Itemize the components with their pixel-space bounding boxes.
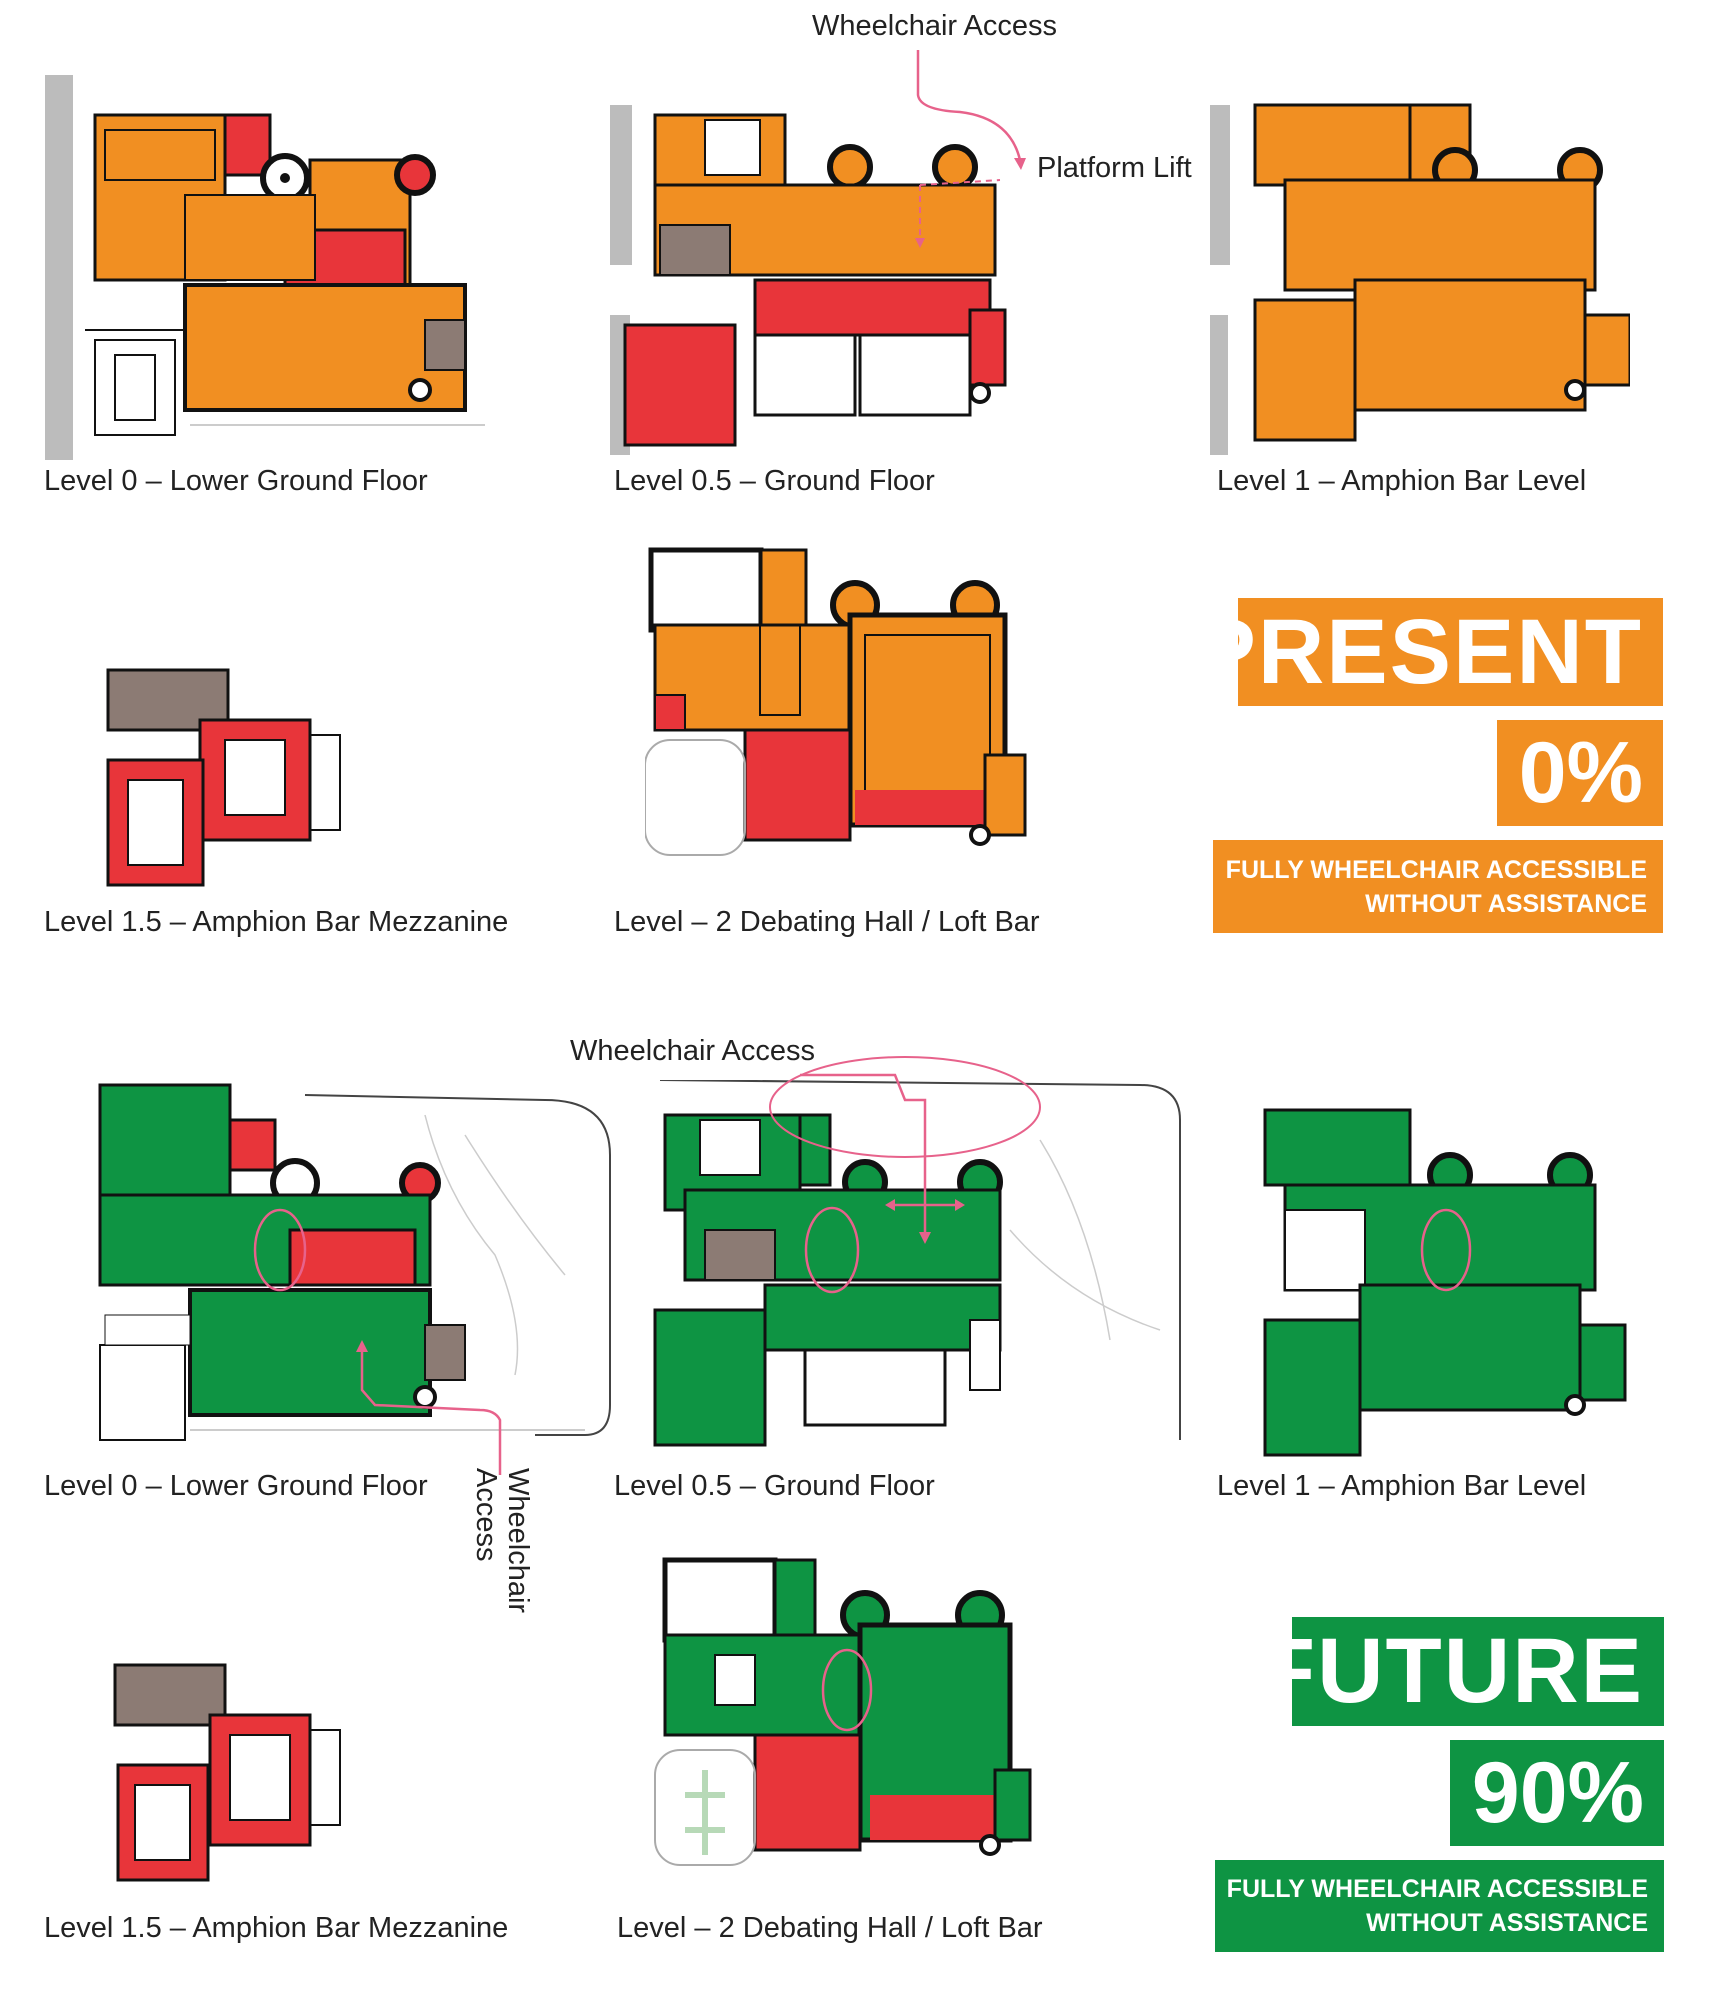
future-title: FUTURE [1258,1620,1644,1722]
annotation-present-platform-lift: Platform Lift [1037,152,1192,184]
plan-present-level-0 [45,70,485,460]
present-title-badge: PRESENT [1194,598,1663,706]
plan-future-level-1 [1255,1100,1655,1460]
annotation-future-side-line2: Access [470,1468,502,1562]
future-note-badge: FULLY WHEELCHAIR ACCESSIBLE WITHOUT ASSI… [1215,1860,1664,1952]
annotation-future-wheelchair-access-side: Wheelchair Access [470,1468,534,1613]
caption-present-level-2: Level – 2 Debating Hall / Loft Bar [614,906,1040,938]
future-percent-badge: 90% [1450,1740,1664,1846]
plan-future-level-0-5 [640,1080,1200,1465]
future-note-line2: WITHOUT ASSISTANCE [1366,1909,1648,1937]
annotation-future-side-line1: Wheelchair [502,1468,534,1614]
caption-present-level-0: Level 0 – Lower Ground Floor [44,465,428,497]
present-note-line1: FULLY WHEELCHAIR ACCESSIBLE [1225,855,1647,884]
present-title: PRESENT [1194,600,1643,703]
plan-future-level-2 [645,1555,1035,1870]
future-percent: 90% [1471,1744,1644,1841]
plan-future-level-0 [45,1075,615,1465]
plan-present-level-2 [645,545,1030,865]
annotation-future-wheelchair-access-top: Wheelchair Access [570,1035,815,1067]
present-note-line2: WITHOUT ASSISTANCE [1365,889,1647,918]
present-percent: 0% [1518,724,1643,821]
caption-future-level-0: Level 0 – Lower Ground Floor [44,1470,428,1502]
future-note-line1: FULLY WHEELCHAIR ACCESSIBLE [1226,1875,1648,1903]
caption-future-level-1-5: Level 1.5 – Amphion Bar Mezzanine [44,1912,509,1944]
annotation-present-wheelchair-access: Wheelchair Access [812,10,1057,42]
plan-future-level-1-5 [100,1660,350,1890]
caption-present-level-1-5: Level 1.5 – Amphion Bar Mezzanine [44,906,509,938]
caption-future-level-0-5: Level 0.5 – Ground Floor [614,1470,935,1502]
plan-present-level-1-5 [100,665,350,895]
caption-present-level-1: Level 1 – Amphion Bar Level [1217,465,1587,497]
caption-present-level-0-5: Level 0.5 – Ground Floor [614,465,935,497]
caption-future-level-2: Level – 2 Debating Hall / Loft Bar [617,1912,1043,1944]
caption-future-level-1: Level 1 – Amphion Bar Level [1217,1470,1587,1502]
present-note-badge: FULLY WHEELCHAIR ACCESSIBLE WITHOUT ASSI… [1213,840,1663,933]
plan-present-level-1 [1210,90,1630,455]
present-percent-badge: 0% [1497,720,1663,826]
future-title-badge: FUTURE [1259,1617,1664,1726]
plan-present-level-0-5 [610,95,1020,455]
